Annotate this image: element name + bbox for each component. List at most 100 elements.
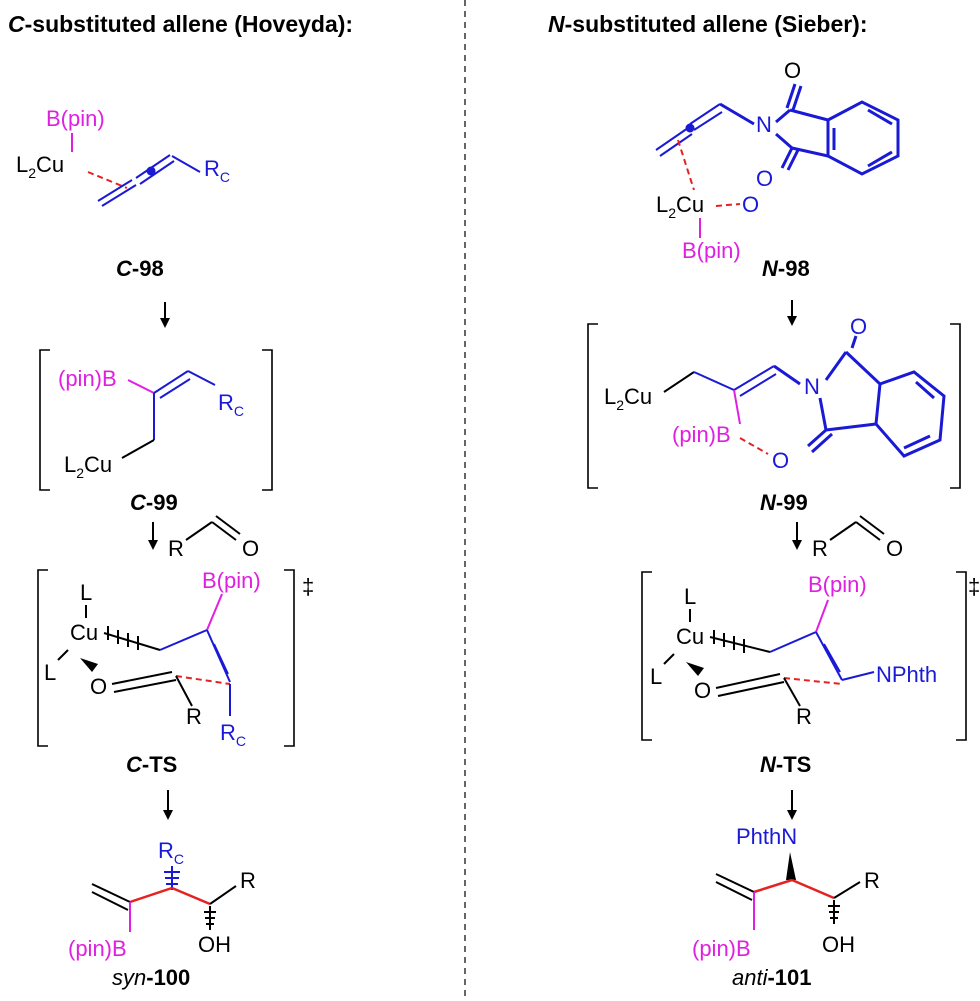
p101-pinb-label: (pin)B [692, 936, 751, 961]
n99-double-a [733, 365, 775, 391]
n98-allene-center-dot [685, 123, 695, 133]
n99-bracket-left [587, 323, 598, 489]
aldehyde-r-label: R [812, 536, 828, 561]
nts-bracket-right [956, 571, 967, 741]
aldehyde-right: R O [812, 515, 903, 561]
aldehyde-o-label: O [242, 536, 259, 561]
c98-rc-bond [171, 155, 201, 173]
n98-cu-allene-interaction [677, 139, 695, 191]
c98-cu-allene-interaction [87, 171, 128, 189]
nts-bracket-left [641, 571, 652, 741]
c99-rc-label: RC [218, 390, 244, 419]
n99-c2-ar [825, 422, 877, 432]
n98-allene-2b [659, 133, 693, 157]
n98-cu-o-interaction [715, 203, 741, 207]
p101-alkene-a [715, 873, 755, 893]
structure-c99: (pin)B RC L2Cu C-99 [39, 349, 273, 515]
p100-rc-label: RC [158, 838, 184, 867]
c98-l2cu-label: L2Cu [16, 152, 64, 181]
n99-ch2-c [693, 371, 735, 391]
nts-l-cu-bond-left [663, 653, 675, 665]
n98-c2-ar [791, 146, 829, 158]
p100-hashed-oh [204, 906, 216, 930]
n99-cu-ch2 [663, 371, 695, 393]
n99-c1-ar [844, 350, 882, 386]
n99-pinb-label: (pin)B [672, 422, 731, 447]
p100-pinb-label: (pin)B [68, 936, 127, 961]
arrow-head [787, 316, 797, 326]
n98-n-ch [719, 102, 755, 126]
structure-nts: ‡ L Cu L B(pin) NPhth O R N-TS [641, 571, 980, 777]
cts-l-top: L [80, 580, 92, 605]
p101-new-cc-bond [791, 878, 835, 900]
structure-syn100: RC (pin)B R OH syn-100 [68, 838, 256, 990]
nts-c-c-bond [769, 631, 817, 653]
p101-wedge-n [786, 852, 796, 880]
c98-allene-bond-2a [135, 154, 171, 179]
n98-benz-db2 [867, 150, 893, 168]
n99-l2cu-label: L2Cu [604, 384, 652, 413]
n98-o-bottom: O [756, 166, 773, 191]
n99-co-bot-a [807, 428, 827, 448]
n99-bracket-right [950, 323, 961, 489]
cts-compound-label: C-TS [126, 752, 177, 777]
nts-cu-c-hashed [709, 630, 771, 653]
cts-co-bond-b [113, 679, 177, 693]
aldehyde-co-bond-a [855, 521, 881, 541]
n99-double-b [739, 373, 777, 397]
n99-o-bottom: O [772, 448, 789, 473]
p101-r-bond [833, 881, 861, 899]
n99-co-bot-b [810, 432, 834, 454]
aldehyde-co-bond-a [211, 521, 237, 541]
cts-dagger: ‡ [302, 574, 314, 599]
c99-rc-bond [187, 370, 216, 386]
nts-bpin-label: B(pin) [808, 572, 867, 597]
c99-b-c-bond [127, 379, 155, 394]
structure-n99: L2Cu (pin)B N O O N-99 [587, 314, 961, 515]
cts-rc-label: RC [220, 720, 246, 749]
c98-allene-bond-1a [97, 179, 133, 202]
n99-benz-db1 [915, 380, 935, 400]
nts-cu-label: Cu [676, 624, 704, 649]
n98-co-top-b [791, 85, 803, 111]
cts-co-bond-a [111, 671, 173, 685]
c98-bpin-label: B(pin) [46, 106, 105, 131]
p101-phthn-label: PhthN [736, 824, 797, 849]
nts-forming-bond [783, 677, 843, 685]
cts-forming-bond [175, 675, 231, 685]
aldehyde-o-label: O [886, 536, 903, 561]
c99-l2cu-label: L2Cu [64, 452, 112, 481]
cts-bpin-label: B(pin) [202, 568, 261, 593]
n98-co-top-a [785, 83, 797, 109]
nts-c-r-bond [783, 677, 801, 707]
c99-double-bond-b [159, 378, 191, 399]
n98-l2cu-label: L2Cu [656, 192, 704, 221]
p100-alkene-b [91, 891, 129, 911]
nts-dagger: ‡ [968, 574, 980, 599]
cts-bracket-right [284, 569, 295, 747]
n98-benzene [826, 100, 900, 176]
p100-hashed-rc [164, 866, 180, 890]
n98-bpin-label: B(pin) [682, 238, 741, 263]
cts-c-b-bond [206, 593, 223, 631]
n99-o-top: O [850, 314, 867, 339]
p100-new-bond [129, 886, 173, 904]
right-title: N-substituted allene (Sieber): [548, 11, 868, 37]
n99-benz-db2 [903, 434, 931, 450]
structure-anti101: PhthN (pin)B R OH anti-101 [692, 824, 880, 990]
p101-hashed-oh [828, 900, 840, 924]
aldehyde-r-c-bond [185, 521, 213, 541]
aldehyde-r-c-bond [829, 521, 857, 541]
arrow-head [787, 810, 797, 820]
left-title: C-substituted allene (Hoveyda): [8, 11, 353, 37]
structure-n98: O N O L2Cu O B(pin) N-98 [655, 58, 900, 281]
n99-co-top [850, 335, 858, 349]
nts-cu-o-wedge [686, 662, 704, 676]
cts-o-label: O [90, 674, 107, 699]
cts-l-left: L [44, 660, 56, 685]
nts-double-b [823, 643, 841, 673]
c99-double-bond-a [153, 370, 189, 394]
nts-c-b-bond [815, 599, 829, 633]
n98-n-label: N [756, 112, 772, 137]
